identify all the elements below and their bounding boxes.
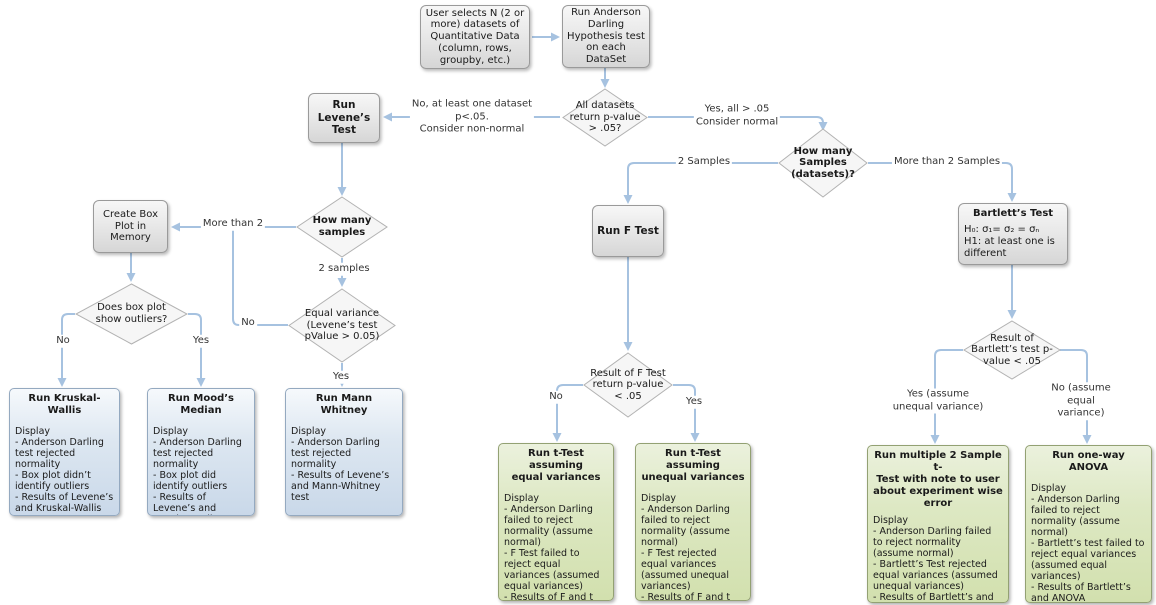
node-multiple-2-sample-t-test-title: Run multiple 2 Sample t- Test with note … xyxy=(873,450,1003,509)
node-run-moods-median: Run Mood’s Median Display - Anderson Dar… xyxy=(147,388,255,516)
node-run-f-test: Run F Test xyxy=(592,205,664,257)
edge-label-yes-outliers: Yes xyxy=(190,334,212,348)
edge-label-yes-equal-variance: Yes xyxy=(330,370,352,384)
edge-label-no-outliers: No xyxy=(54,334,72,348)
node-t-test-unequal-variances: Run t-Test assuming unequal variances Di… xyxy=(635,443,751,601)
edge-label-no-f-test: No xyxy=(547,390,565,404)
decision-how-many-samples: How many samples xyxy=(296,196,388,258)
node-run-mann-whitney-body: Display - Anderson Darling test rejected… xyxy=(291,426,390,504)
node-t-test-equal-variances-title: Run t-Test assuming equal variances xyxy=(511,448,601,483)
node-run-kruskal-wallis-title: Run Kruskal-Wallis xyxy=(28,393,101,416)
node-run-levenes-test: Run Levene’s Test xyxy=(308,93,380,143)
edge-label-yes-unequal-variance: Yes (assume unequal variance) xyxy=(890,388,986,414)
decision-equal-variance: Equal variance (Levene’s test pValue > 0… xyxy=(288,288,396,363)
edge-label-no-equal-variance: No xyxy=(239,316,257,330)
decision-f-test-result: Result of F Test return p-value < .05 xyxy=(583,352,673,418)
node-t-test-unequal-variances-body: Display - Anderson Darling failed to rej… xyxy=(641,493,731,601)
node-t-test-equal-variances-body: Display - Anderson Darling failed to rej… xyxy=(504,493,600,601)
decision-all-datasets-pvalue-text: All datasets return p-value > .05? xyxy=(569,100,641,135)
node-t-test-equal-variances: Run t-Test assuming equal variances Disp… xyxy=(498,443,614,601)
decision-all-datasets-pvalue: All datasets return p-value > .05? xyxy=(562,88,648,147)
node-run-one-way-anova: Run one-way ANOVA Display - Anderson Dar… xyxy=(1025,445,1152,603)
node-run-kruskal-wallis: Run Kruskal-Wallis Display - Anderson Da… xyxy=(9,388,120,516)
decision-how-many-samples-text: How many samples xyxy=(312,215,372,238)
decision-box-plot-outliers-text: Does box plot show outliers? xyxy=(95,302,168,325)
node-run-moods-median-body: Display - Anderson Darling test rejected… xyxy=(153,426,246,515)
node-run-one-way-anova-title: Run one-way ANOVA xyxy=(1052,450,1125,473)
decision-bartlett-result: Result of Bartlett’s test p- value < .05 xyxy=(963,320,1061,380)
node-t-test-unequal-variances-title: Run t-Test assuming unequal variances xyxy=(641,448,745,483)
decision-f-test-result-text: Result of F Test return p-value < .05 xyxy=(590,367,666,402)
node-run-moods-median-title: Run Mood’s Median xyxy=(167,393,235,416)
edge-label-more-than-2-samples: More than 2 Samples xyxy=(891,155,1003,169)
node-run-mann-whitney-title: Run Mann Whitney xyxy=(315,393,373,416)
edge-label-no-equal-variance-right: No (assume equal variance) xyxy=(1043,382,1119,420)
decision-box-plot-outliers: Does box plot show outliers? xyxy=(75,283,188,345)
node-create-box-plot: Create Box Plot in Memory xyxy=(93,200,168,253)
node-run-one-way-anova-body: Display - Anderson Darling failed to rej… xyxy=(1031,483,1145,603)
node-bartletts-test-title: Bartlett’s Test xyxy=(972,208,1054,219)
edge-label-2-samples: 2 Samples xyxy=(675,155,733,169)
decision-how-many-samples-datasets-text: How many Samples (datasets)? xyxy=(791,145,855,180)
node-bartletts-test: Bartlett’s Test H₀: σ₁= σ₂ = σₙ H1: at l… xyxy=(958,203,1068,265)
edge-label-more-than-2: More than 2 xyxy=(200,217,266,231)
edge-label-no-non-normal: No, at least one dataset p<.05. Consider… xyxy=(409,98,535,136)
edge-label-2-samples-lower: 2 samples xyxy=(316,262,372,276)
decision-bartlett-result-text: Result of Bartlett’s test p- value < .05 xyxy=(971,332,1053,367)
node-run-kruskal-wallis-body: Display - Anderson Darling test rejected… xyxy=(15,426,114,515)
decision-how-many-samples-datasets: How many Samples (datasets)? xyxy=(778,128,868,198)
node-run-mann-whitney: Run Mann Whitney Display - Anderson Darl… xyxy=(285,388,403,516)
node-multiple-2-sample-t-test: Run multiple 2 Sample t- Test with note … xyxy=(867,445,1009,603)
node-run-anderson-darling: Run Anderson Darling Hypothesis test on … xyxy=(562,5,650,68)
edge-label-yes-normal: Yes, all > .05 Consider normal xyxy=(693,103,781,129)
node-user-selects-datasets: User selects N (2 or more) datasets of Q… xyxy=(420,5,530,69)
node-multiple-2-sample-t-test-body: Display - Anderson Darling failed to rej… xyxy=(873,515,998,603)
decision-equal-variance-text: Equal variance (Levene’s test pValue > 0… xyxy=(304,308,380,343)
node-bartletts-test-body: H₀: σ₁= σ₂ = σₙ H1: at least one is diff… xyxy=(964,224,1055,259)
edge-label-yes-f-test: Yes xyxy=(683,395,705,409)
